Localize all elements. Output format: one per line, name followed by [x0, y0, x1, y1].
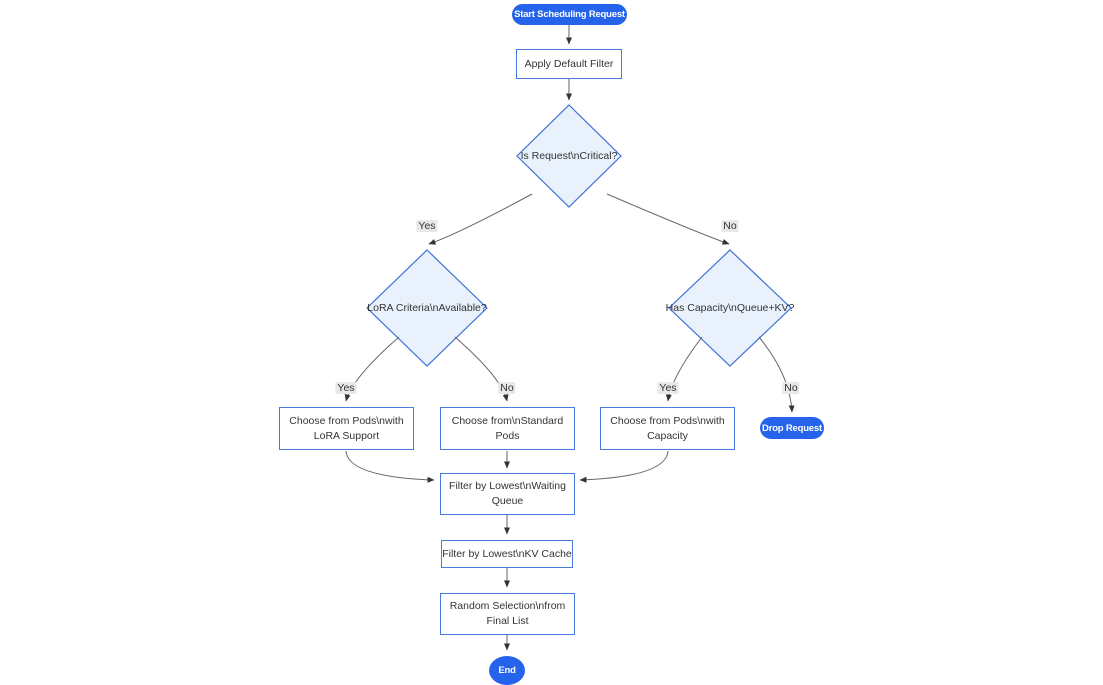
filter-waiting-queue-node: Filter by Lowest\nWaiting Queue [440, 473, 575, 515]
decision-lora-criteria [366, 249, 488, 367]
edge-lora-yes [344, 336, 400, 402]
edge-lora-pods-to-filter [345, 450, 435, 483]
decision-is-critical [516, 104, 622, 208]
choose-capacity-pods-node: Choose from Pods\nwith Capacity [600, 407, 735, 450]
edge-label-yes: Yes [657, 382, 679, 394]
edge-lora-no [454, 336, 509, 402]
decision-has-capacity [668, 249, 792, 367]
edge-label-yes: Yes [416, 220, 438, 232]
edge-critical-no [606, 193, 730, 245]
filter-kv-cache-node: Filter by Lowest\nKV Cache [441, 540, 573, 568]
random-selection-node: Random Selection\nfrom Final List [440, 593, 575, 635]
choose-standard-pods-node: Choose from\nStandard Pods [440, 407, 575, 450]
edge-capacity-yes [665, 336, 703, 402]
decision-shapes [366, 104, 792, 367]
is-critical-decision-label: Is Request\nCritical? [520, 150, 618, 162]
end-node: End [489, 656, 525, 685]
apply-default-filter-node: Apply Default Filter [516, 49, 622, 79]
lora-criteria-decision-label: LoRA Criteria\nAvailable? [367, 302, 487, 314]
choose-lora-pods-node: Choose from Pods\nwith LoRA Support [279, 407, 414, 450]
edge-label-no: No [782, 382, 800, 394]
edge-capacity-no [758, 336, 795, 413]
drop-request-node: Drop Request [760, 417, 824, 439]
edge-capacity-pods-to-filter [579, 450, 669, 483]
edge-label-no: No [498, 382, 516, 394]
edge-critical-yes [428, 193, 533, 245]
has-capacity-decision-label: Has Capacity\nQueue+KV? [665, 302, 795, 314]
start-node: Start Scheduling Request [512, 4, 627, 25]
edge-label-yes: Yes [335, 382, 357, 394]
edge-label-no: No [721, 220, 739, 232]
